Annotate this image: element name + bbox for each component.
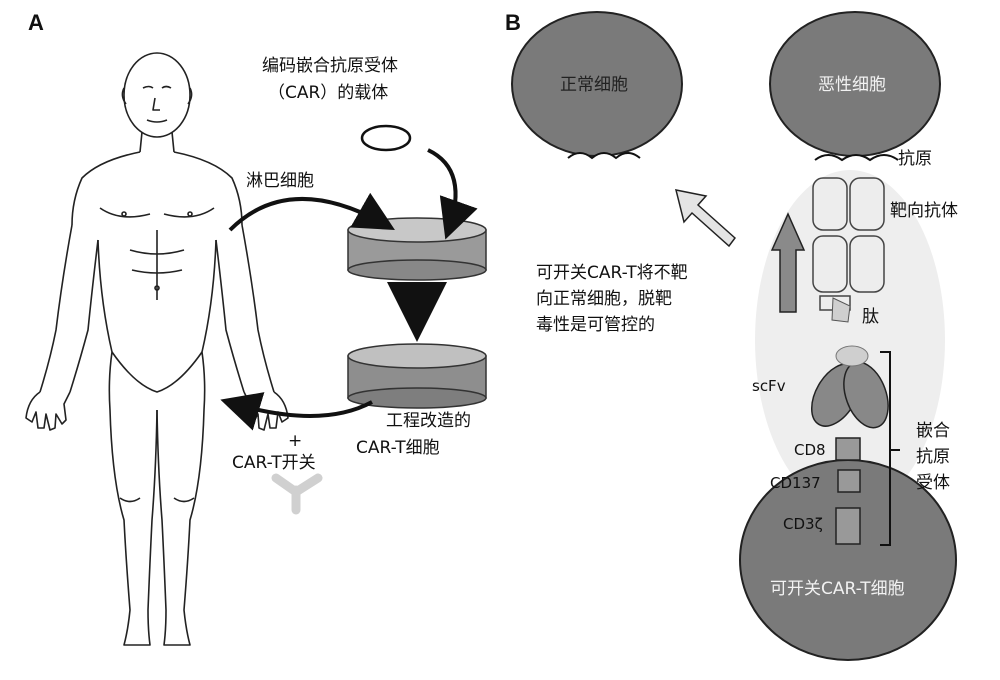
malignant-cell-label: 恶性细胞 xyxy=(818,74,886,97)
vector-plasmid xyxy=(362,126,410,150)
scfv-label: scFv xyxy=(752,376,786,396)
note-line1: 可开关CAR-T将不靶 xyxy=(536,262,688,285)
engineered-label-line2: CAR-T细胞 xyxy=(356,437,440,460)
vector-label-line2: （CAR）的载体 xyxy=(268,82,388,105)
human-figure xyxy=(26,53,288,645)
switch-label: CAR-T开关 xyxy=(232,452,316,475)
cd137-label: CD137 xyxy=(770,473,821,493)
panel-b-label: B xyxy=(505,8,521,38)
note-line2: 向正常细胞，脱靶 xyxy=(536,288,672,311)
car-label-3: 受体 xyxy=(916,472,950,495)
lymphocyte-label: 淋巴细胞 xyxy=(246,170,314,193)
hinge xyxy=(836,346,868,366)
cd3-label: CD3ζ xyxy=(783,514,823,534)
panel-a-label: A xyxy=(28,8,44,38)
signaling-domains xyxy=(836,438,860,544)
note-line3: 毒性是可管控的 xyxy=(536,314,655,337)
car-label-1: 嵌合 xyxy=(916,420,950,443)
plus-sign: + xyxy=(288,430,302,453)
peptide-label: 肽 xyxy=(862,306,879,329)
culture-dish-2 xyxy=(348,344,486,408)
malignant-cell-antigen-band xyxy=(815,155,898,160)
car-t-switch-icon xyxy=(276,478,318,510)
antigen-label: 抗原 xyxy=(898,148,932,171)
cd8-label: CD8 xyxy=(794,440,826,460)
vector-label-line1: 编码嵌合抗原受体 xyxy=(262,55,398,78)
normal-cell-antigens xyxy=(568,153,640,158)
targeting-antibody-label: 靶向抗体 xyxy=(890,200,958,223)
arrow-toward-normal-cell xyxy=(676,190,735,246)
car-label-2: 抗原 xyxy=(916,446,950,469)
engineered-label-line1: 工程改造的 xyxy=(386,410,471,433)
switchable-cell-label: 可开关CAR-T细胞 xyxy=(770,578,905,601)
normal-cell-label: 正常细胞 xyxy=(560,74,628,97)
culture-dish-1 xyxy=(348,218,486,280)
